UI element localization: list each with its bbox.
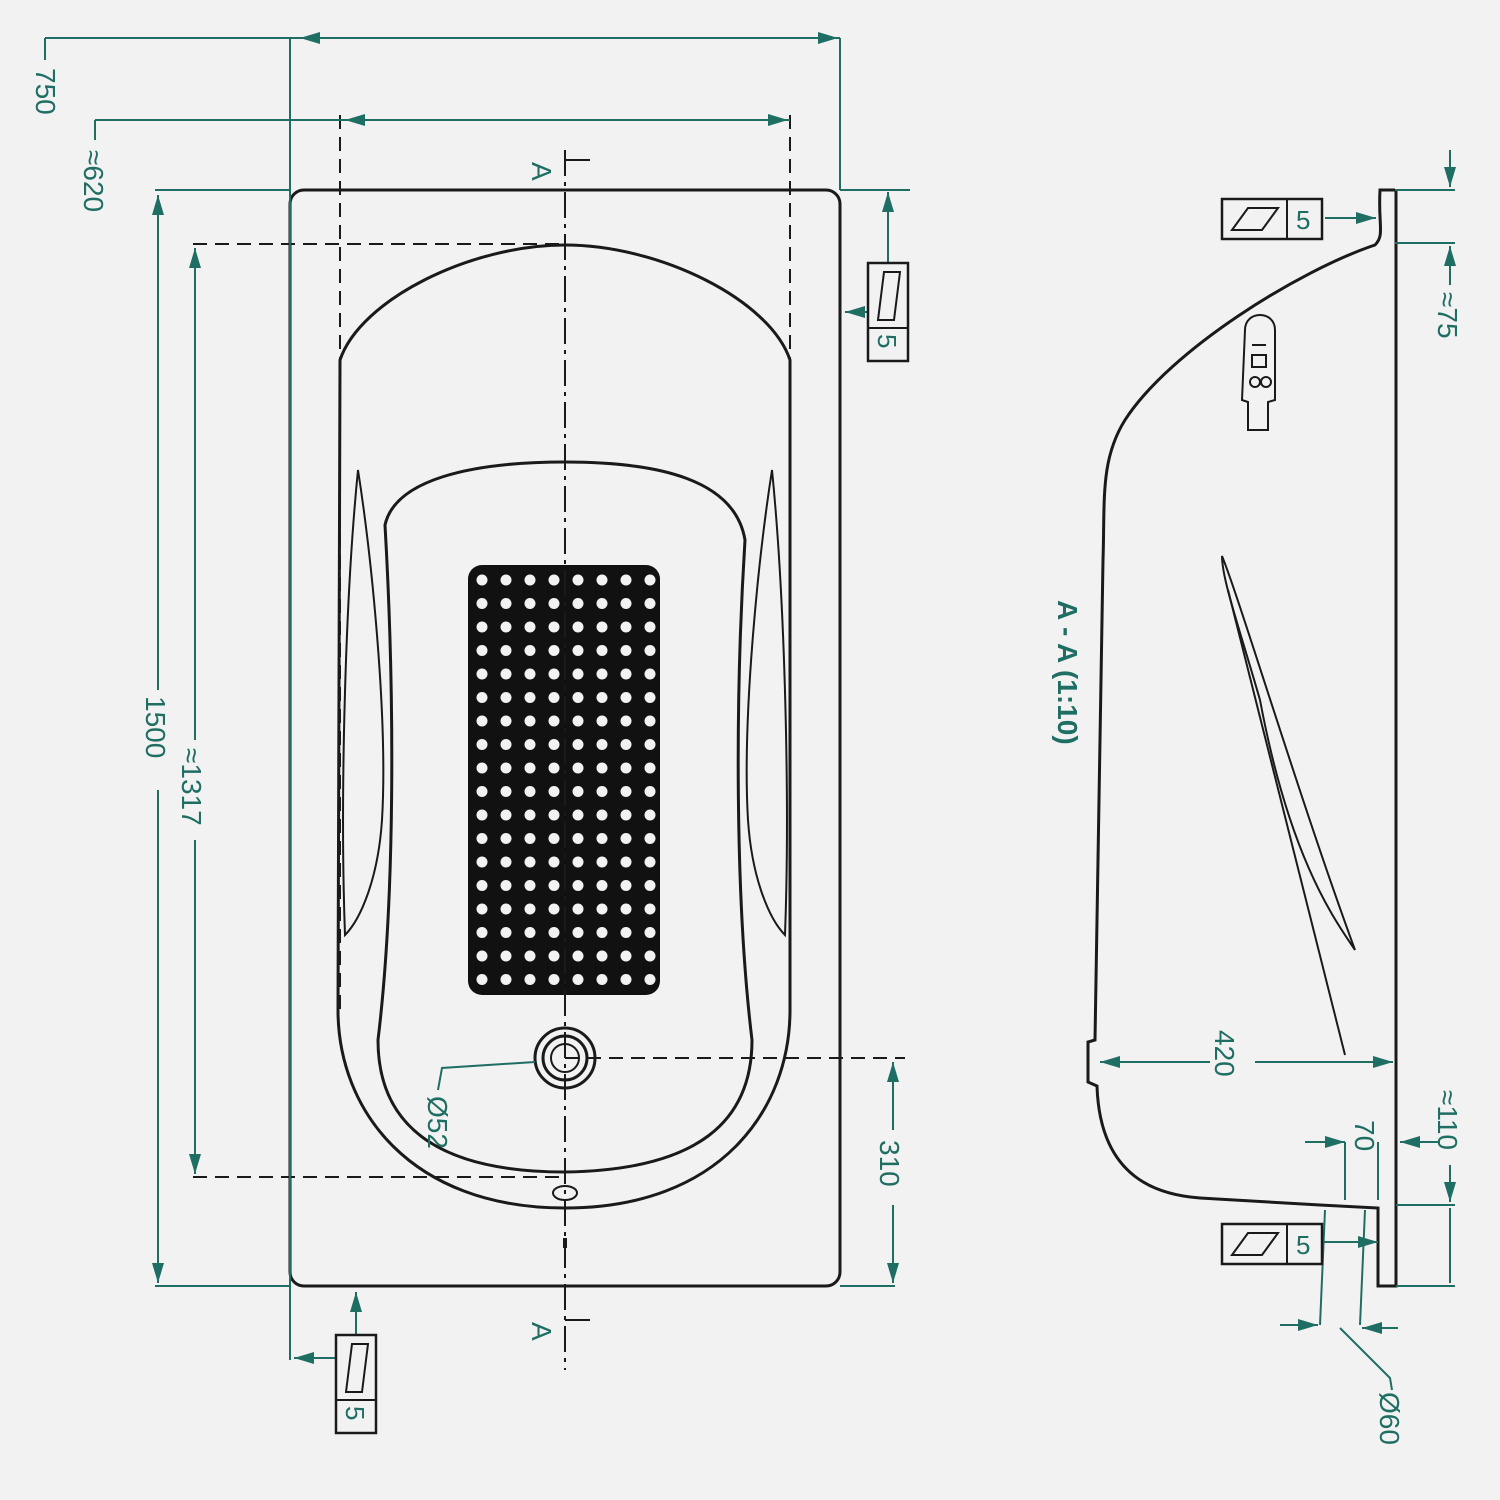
armrest-right xyxy=(745,469,788,938)
flatness-icon xyxy=(876,271,902,321)
section-marker-top: A xyxy=(526,162,557,181)
flatness-icon xyxy=(1230,1232,1280,1256)
tolerance-frame-section-top: 5 xyxy=(1220,197,1324,241)
tub-basin-outline xyxy=(336,243,792,1210)
svg-text:5: 5 xyxy=(340,1406,370,1420)
dim-drain-diameter: Ø52 xyxy=(422,1096,453,1149)
svg-text:5: 5 xyxy=(872,334,902,348)
anti-slip-dots xyxy=(476,574,656,985)
dim-length: 1500 xyxy=(140,696,171,758)
dim-bottom-height: ≈110 xyxy=(1432,1090,1463,1150)
tub-floor-outline xyxy=(376,460,754,1174)
dim-inner-width: ≈620 xyxy=(78,150,109,212)
section-view-dimensions: ≈75 420 ≈110 70 Ø60 xyxy=(1100,150,1463,1445)
tolerance-frame-section-bottom: 5 xyxy=(1220,1222,1324,1266)
dim-foot-width: 70 xyxy=(1349,1120,1380,1151)
tolerance-frame-right: 5 xyxy=(866,261,910,363)
svg-text:5: 5 xyxy=(1296,1230,1310,1260)
dim-drain-offset: 310 xyxy=(874,1140,905,1187)
overflow-fitting-icon xyxy=(1240,314,1276,431)
dim-depth: 420 xyxy=(1209,1030,1240,1077)
flatness-icon xyxy=(344,1343,370,1393)
tub-section-profile xyxy=(1086,188,1398,1288)
flatness-icon xyxy=(1230,207,1280,231)
armrest-section xyxy=(1221,555,1356,951)
dim-outer-width: 750 xyxy=(30,68,61,115)
dim-foot-diameter: Ø60 xyxy=(1374,1392,1405,1445)
tolerance-frame-bottom: 5 xyxy=(334,1333,378,1435)
section-title: A - A (1:10) xyxy=(1052,600,1083,745)
top-view-dimensions: 750 ≈620 1500 ≈1317 310 Ø52 xyxy=(30,32,910,1364)
dim-inner-length: ≈1317 xyxy=(176,748,207,826)
section-view xyxy=(1086,188,1398,1288)
svg-text:5: 5 xyxy=(1296,205,1310,235)
top-view xyxy=(193,115,905,1370)
armrest-left xyxy=(342,469,385,938)
dim-rim-height: ≈75 xyxy=(1432,292,1463,339)
section-marker-bottom: A xyxy=(526,1322,557,1341)
